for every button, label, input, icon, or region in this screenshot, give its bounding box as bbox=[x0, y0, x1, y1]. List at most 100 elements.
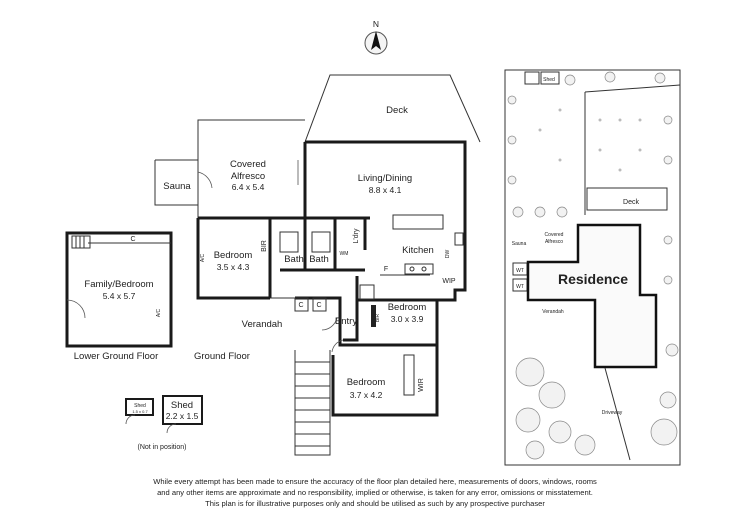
bedroom-west-dimensions: 3.5 x 4.3 bbox=[217, 262, 250, 272]
residence-footprint bbox=[526, 223, 658, 369]
compass: N bbox=[364, 19, 388, 55]
large-shed-dimensions: 2.2 x 1.5 bbox=[166, 411, 199, 421]
residence-label: Residence bbox=[558, 271, 628, 287]
shed-position-note: (Not in position) bbox=[137, 444, 186, 451]
ground-floor-labels: Deck Covered Alfresco 6.4 x 5.4 Sauna Li… bbox=[163, 105, 456, 400]
cupboard-2 bbox=[312, 297, 327, 312]
family-bedroom-label: Family/Bedroom bbox=[84, 279, 153, 290]
sauna-outline bbox=[154, 160, 198, 206]
sheds: Shed 1.5 x 0.7 Shed 2.2 x 1.5 (Not in po… bbox=[125, 395, 203, 451]
wardrobe-icon bbox=[403, 354, 415, 396]
wir-label: WIR bbox=[418, 378, 425, 392]
deck-label: Deck bbox=[386, 105, 408, 116]
fridge-label: F bbox=[384, 266, 388, 273]
bedroom-west-wall bbox=[196, 218, 270, 300]
bedroom-south-label: Bedroom bbox=[347, 377, 386, 388]
lower-ground-floor-caption: Lower Ground Floor bbox=[74, 351, 158, 362]
living-dining-dimensions: 8.8 x 4.1 bbox=[369, 185, 402, 195]
bedroom-east-label: Bedroom bbox=[388, 302, 427, 313]
wm-label: WM bbox=[340, 251, 349, 257]
family-room-door-icon bbox=[66, 299, 86, 319]
driveway-label: Driveway bbox=[602, 410, 623, 416]
disclaimer-line-3: This plan is for illustrative purposes o… bbox=[205, 499, 545, 508]
bath-label-2: Bath bbox=[309, 254, 329, 265]
site-shed-1 bbox=[524, 71, 540, 85]
north-arrow-icon bbox=[371, 31, 381, 50]
cooktop-icon bbox=[404, 263, 434, 275]
lower-ac-label: A/C bbox=[156, 308, 162, 317]
bir-label-2: BIR bbox=[375, 313, 381, 322]
alfresco-dimensions: 6.4 x 5.4 bbox=[232, 182, 265, 192]
large-shed-label: Shed bbox=[171, 400, 193, 411]
living-dining-label: Living/Dining bbox=[358, 173, 412, 184]
family-bedroom-dimensions: 5.4 x 5.7 bbox=[103, 291, 136, 301]
site-sauna-label: Sauna bbox=[512, 241, 527, 247]
bedroom-door-icon bbox=[331, 339, 344, 353]
front-stairs bbox=[294, 350, 331, 456]
sink-icon bbox=[454, 232, 464, 246]
living-outer-wall bbox=[305, 140, 467, 302]
laundry-label: L'dry bbox=[353, 228, 360, 243]
stair-icon bbox=[359, 284, 375, 300]
cupboard-1 bbox=[294, 297, 309, 312]
lower-cupboard-label: C bbox=[130, 236, 135, 243]
alfresco-label-line1: Covered bbox=[230, 159, 266, 170]
bir-label: BIR bbox=[261, 240, 268, 252]
site-verandah-label: Verandah bbox=[542, 309, 564, 315]
ground-floor-outline bbox=[154, 74, 481, 456]
site-path bbox=[584, 84, 681, 93]
small-shed bbox=[125, 398, 154, 416]
water-tank-label-2: WT bbox=[516, 284, 524, 290]
small-shed-label: Shed bbox=[134, 403, 146, 409]
ac-label: A/C bbox=[200, 253, 206, 262]
bedroom-east-dimensions: 3.0 x 3.9 bbox=[391, 314, 424, 324]
entry-east-wall bbox=[343, 276, 359, 342]
alfresco-label-line2: Alfresco bbox=[231, 171, 265, 182]
cupboard-label-1: C bbox=[298, 302, 303, 309]
wip-label: WIP bbox=[442, 278, 456, 285]
verandah-label: Verandah bbox=[242, 319, 283, 330]
bath-label-1: Bath bbox=[284, 254, 304, 265]
large-shed bbox=[162, 395, 203, 425]
kitchen-island bbox=[392, 214, 444, 230]
bedroom-south-dimensions: 3.7 x 4.2 bbox=[350, 390, 383, 400]
shower-icon-2 bbox=[311, 231, 331, 253]
site-alfresco-label-2: Alfresco bbox=[545, 239, 563, 245]
burner-icon bbox=[409, 266, 415, 272]
site-shed-label: Shed bbox=[543, 77, 555, 83]
driveway-edge bbox=[604, 367, 631, 461]
entry-door-icon bbox=[321, 317, 338, 331]
lower-ground-floor: C Family/Bedroom 5.4 x 5.7 A/C Lower Gro… bbox=[65, 231, 173, 362]
disclaimer-line-1: While every attempt has been made to ens… bbox=[153, 477, 597, 486]
compass-north-label: N bbox=[373, 19, 379, 29]
bedroom-east-outline bbox=[357, 298, 439, 345]
shower-icon bbox=[279, 231, 299, 253]
ground-floor-caption: Ground Floor bbox=[194, 351, 250, 362]
cupboard-label-2: C bbox=[316, 302, 321, 309]
site-deck-label: Deck bbox=[623, 199, 639, 206]
disclaimer-line-2: and any other items are approximate and … bbox=[157, 488, 593, 497]
site-trees bbox=[507, 71, 679, 460]
deck-outline bbox=[304, 74, 481, 143]
large-shed-door-icon bbox=[166, 423, 177, 434]
internal-stairs bbox=[71, 235, 91, 249]
site-alfresco-label-1: Covered bbox=[545, 232, 564, 238]
small-shed-door-icon bbox=[125, 414, 136, 425]
disclaimer: While every attempt has been made to ens… bbox=[100, 476, 650, 509]
sauna-door-icon bbox=[197, 171, 213, 189]
site-shed-2 bbox=[540, 71, 560, 85]
bedroom-west-label: Bedroom bbox=[214, 250, 253, 261]
site-deck bbox=[586, 187, 668, 211]
entry-label: Entry bbox=[335, 316, 357, 327]
family-room-walls bbox=[65, 231, 173, 348]
water-tank-label-1: WT bbox=[516, 268, 524, 274]
dishwasher-label: DW bbox=[445, 250, 451, 259]
built-in-robe-icon bbox=[371, 305, 376, 327]
site-hedge bbox=[538, 108, 642, 172]
sauna-label: Sauna bbox=[163, 181, 191, 192]
kitchen-label: Kitchen bbox=[402, 245, 434, 256]
small-shed-dimensions: 1.5 x 0.7 bbox=[132, 409, 148, 414]
burner-icon-2 bbox=[421, 266, 427, 272]
site-plan: Shed Deck Covered Alfresco Sauna WT WT R… bbox=[504, 69, 681, 466]
